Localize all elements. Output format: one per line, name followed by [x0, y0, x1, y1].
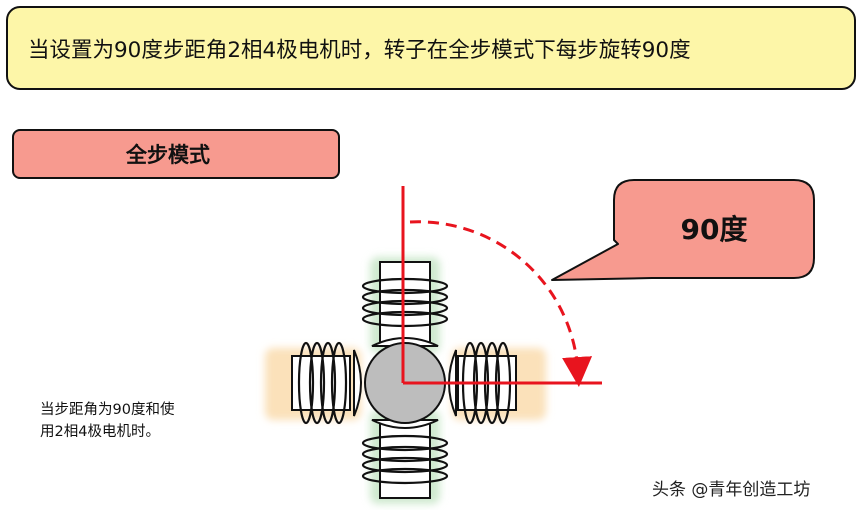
- watermark: 头条 @青年创造工坊: [652, 480, 811, 500]
- header-banner: 当设置为90度步距角2相4极电机时，转子在全步模式下每步旋转90度: [6, 6, 856, 90]
- callout-text: 90度: [680, 213, 748, 246]
- header-text: 当设置为90度步距角2相4极电机时，转子在全步模式下每步旋转90度: [28, 37, 691, 63]
- mode-label-text: 全步模式: [126, 143, 210, 167]
- caption-line-1: 当步距角为90度和使: [40, 402, 175, 418]
- coil-bottom: [361, 434, 449, 485]
- callout-bubble: [551, 179, 815, 281]
- coil-top: [361, 277, 449, 328]
- caption-line-2: 用2相4极电机时。: [40, 424, 160, 440]
- caption: 当步距角为90度和使 用2相4极电机时。: [40, 399, 240, 443]
- pole-shoes: [353, 337, 457, 429]
- coil-left: [297, 341, 348, 425]
- mode-label-box: 全步模式: [12, 129, 340, 179]
